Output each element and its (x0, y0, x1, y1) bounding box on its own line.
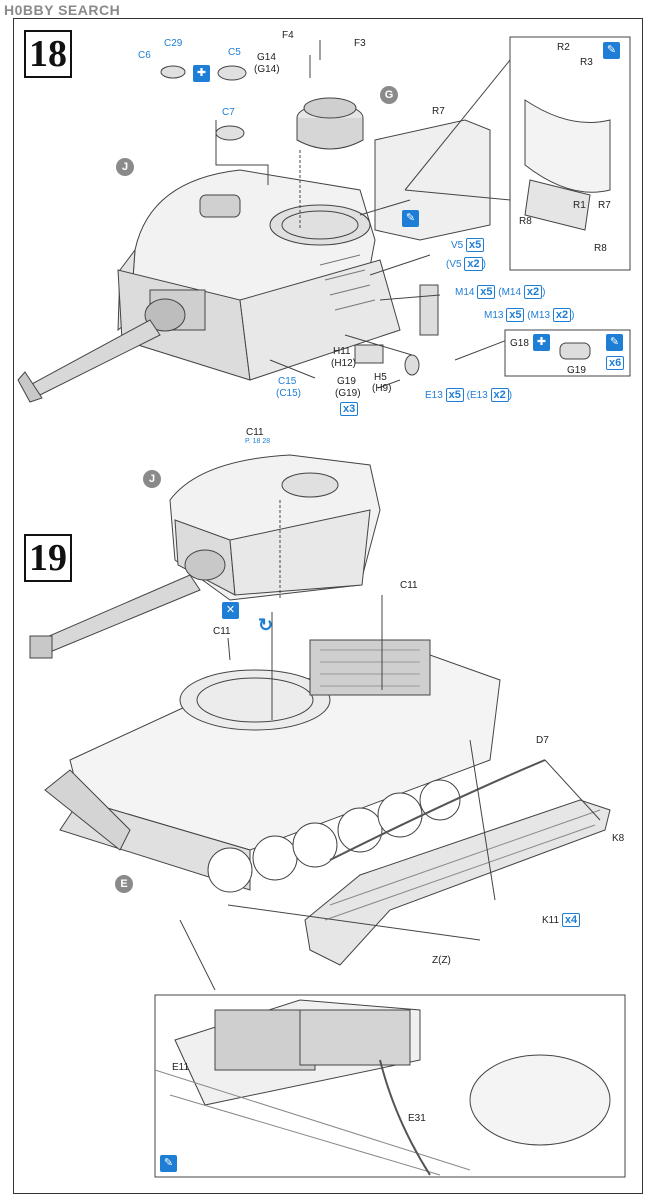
part-label-v5-alt: (V5 x2) (446, 257, 486, 271)
cement-icon: ✚ (193, 65, 210, 82)
step-number-18: 18 (24, 30, 72, 78)
part-label-h9: (H9) (372, 383, 392, 394)
sprue-marker-j-19: J (143, 470, 161, 488)
part-label-m13: M13 x5 (M13 x2) (484, 308, 575, 322)
part-label-g19-inset: G19 (567, 365, 586, 376)
part-label-k8: K8 (612, 833, 625, 844)
part-label-c7: C7 (222, 107, 235, 118)
qty-badge-m14: x5 (477, 285, 496, 299)
qty-badge-k11: x4 (561, 913, 581, 927)
part-label-d7: D7 (536, 735, 549, 746)
glue-icon-inset: ✎ (603, 42, 620, 59)
optional-part-icon: ✕ (222, 602, 239, 619)
part-label-e11: E11 (172, 1062, 190, 1073)
part-label-h5: H5 (374, 372, 387, 383)
step-number-19: 19 (24, 534, 72, 582)
glue-icon-inset-19: ✎ (160, 1155, 177, 1172)
qty-badge-e13-alt: x2 (490, 388, 509, 402)
part-label-c11-right: C11 (400, 580, 418, 591)
part-label-c11-left: C11 (213, 626, 231, 637)
part-label-r7-inset: R7 (598, 200, 611, 211)
sprue-marker-e: E (115, 875, 133, 893)
part-label-c29: C29 (164, 38, 183, 49)
part-label-c15-alt: (C15) (276, 388, 302, 399)
sprue-marker-g: G (380, 86, 398, 104)
qty-badge-m13-alt: x2 (552, 308, 572, 322)
part-label-m14: M14 x5 (M14 x2) (455, 285, 546, 299)
tank-drawing-19 (29, 454, 611, 991)
turn-icon: ↻ (258, 615, 274, 635)
part-label-g14-alt: (G14) (254, 64, 280, 75)
part-label-r1: R1 (573, 200, 586, 211)
part-label-c6: C6 (138, 50, 151, 61)
glue-icon: ✎ (402, 210, 419, 227)
part-label-e13: E13 x5 (E13 x2) (425, 388, 513, 402)
qty-badge-m14-alt: x2 (523, 285, 543, 299)
part-label-r7: R7 (432, 106, 445, 117)
part-label-h12: (H12) (331, 358, 357, 369)
part-label-g19-alt: (G19) (335, 388, 361, 399)
part-label-g18: G18 (510, 338, 529, 349)
part-label-k11: K11 x4 (542, 913, 581, 927)
qty-badge-e13: x5 (445, 388, 464, 402)
part-label-e31: E31 (408, 1113, 426, 1124)
part-label-c5: C5 (228, 47, 241, 58)
part-label-v5: V5 x5 (451, 238, 485, 252)
watermark: H0BBY SEARCH (4, 2, 121, 18)
part-label-r2: R2 (557, 42, 570, 53)
qty-badge-v5-alt: x2 (464, 257, 483, 271)
part-label-f4: F4 (282, 30, 294, 41)
turret-drawing-18 (17, 40, 521, 403)
part-label-r8-bottom: R8 (594, 243, 607, 254)
part-label-c15: C15 (278, 376, 297, 387)
qty-badge-g19: x3 (340, 402, 359, 416)
part-label-f3: F3 (354, 38, 366, 49)
instruction-frame (13, 18, 643, 1194)
glue-icon-g18: ✎ (606, 334, 623, 351)
sprue-marker-j: J (116, 158, 134, 176)
page-reference: P. 18 28 (245, 438, 271, 445)
part-label-c11-top: C11 (246, 427, 264, 438)
cement-icon-g18: ✚ (533, 334, 550, 351)
part-label-h11: H11 (333, 346, 351, 357)
qty-badge-v5: x5 (466, 238, 485, 252)
part-label-track-z: Z(Z) (432, 955, 451, 966)
part-label-r8-top: R8 (519, 216, 532, 227)
qty-badge-m13: x5 (506, 308, 525, 322)
qty-badge-g18: x6 (606, 356, 625, 370)
part-label-r3: R3 (580, 57, 593, 68)
part-label-g14: G14 (257, 52, 276, 63)
part-label-g19: G19 (337, 376, 356, 387)
